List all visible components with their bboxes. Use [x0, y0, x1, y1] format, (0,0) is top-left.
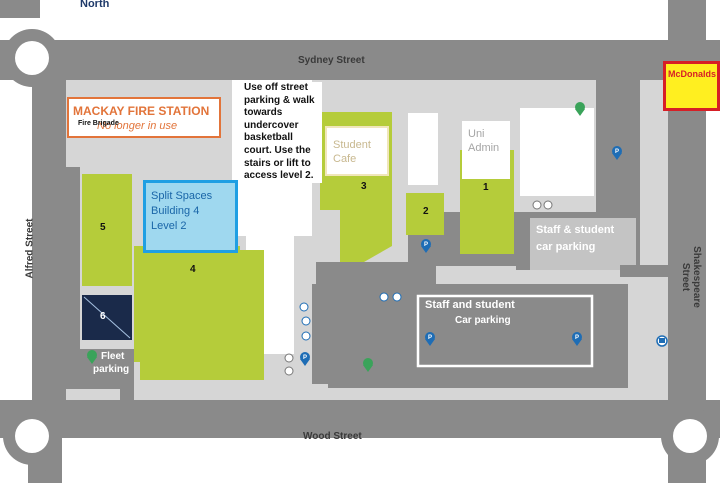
parking-pin-icon[interactable]: [300, 352, 310, 366]
pin-letters: P P P P P: [303, 149, 619, 361]
fire-station-box: MACKAY FIRE STATION No longer in use: [67, 97, 221, 138]
bicycle-icon: [299, 302, 309, 312]
fire-station-title: MACKAY FIRE STATION: [73, 104, 210, 118]
bicycle-icon: [392, 292, 402, 302]
svg-text:P: P: [428, 335, 432, 341]
wood-street-label: Wood Street: [303, 431, 362, 442]
east-parking-line2: car parking: [536, 241, 596, 253]
sydney-street-label: Sydney Street: [298, 55, 365, 66]
roundabout-island: [15, 419, 49, 453]
bicycle-icon: [301, 316, 311, 326]
car-park-access: [316, 262, 436, 288]
alfred-street-label: Alfred Street: [24, 218, 36, 279]
open-space: [520, 108, 594, 196]
internal-road-west: [66, 167, 80, 385]
marker-circle: [284, 353, 294, 363]
bicycle-icon: [301, 331, 311, 341]
split-spaces-line3: Level 2: [151, 220, 187, 232]
north-label: North: [80, 0, 110, 10]
bike-icons: [299, 292, 402, 341]
road-stub: [0, 0, 40, 18]
open-space: [408, 113, 438, 185]
accessible-aa-icon[interactable]: [575, 102, 585, 116]
student-cafe-line1: Student: [333, 139, 371, 151]
building-2: [406, 193, 444, 235]
parking-pins: [300, 146, 622, 366]
parking-pin-icon[interactable]: [572, 332, 582, 346]
south-parking-line1: Staff and student: [425, 299, 515, 311]
parking-pin-icon[interactable]: [425, 332, 435, 346]
split-spaces-box: Split Spaces Building 4 Level 2: [143, 180, 238, 253]
wood-street-road: [0, 400, 720, 438]
fleet-parking-line1: Fleet: [101, 351, 125, 362]
mcdonalds-box: McDonalds: [663, 61, 720, 111]
building-4-number: 4: [190, 264, 196, 275]
alfred-street-road: [32, 40, 66, 438]
fleet-parking-line2: parking: [93, 364, 130, 375]
building-4: [134, 246, 264, 380]
svg-text:P: P: [575, 335, 579, 341]
building-5-number: 5: [100, 222, 106, 233]
building-5: [82, 174, 132, 286]
marker-circle: [284, 366, 294, 376]
uni-admin-box: Uni Admin: [462, 121, 510, 179]
uni-admin-line2: Admin: [468, 142, 500, 154]
bicycle-icon: [379, 292, 389, 302]
svg-text:P: P: [424, 242, 428, 248]
svg-text:P: P: [303, 355, 307, 361]
parking-pin-icon[interactable]: [612, 146, 622, 160]
accessible-pins: [87, 102, 585, 372]
shakespeare-street-label: Shakespeare Street: [680, 246, 702, 308]
split-spaces-line1: Split Spaces: [151, 190, 213, 202]
sydney-street-road: [0, 40, 720, 80]
roundabout-island: [673, 419, 707, 453]
fire-brigade-label: Fire Brigade: [78, 120, 119, 127]
building-3-number: 3: [361, 181, 367, 192]
svg-text:P: P: [615, 149, 619, 155]
car-park-access: [312, 284, 330, 384]
car-park-exit: [620, 265, 668, 277]
bus-stop-icon[interactable]: [656, 335, 668, 347]
parking-pin-icon[interactable]: [421, 239, 431, 253]
uni-admin-line1: Uni: [468, 128, 485, 140]
roundabout-island: [15, 41, 49, 75]
accessible-aa-icon[interactable]: [363, 358, 373, 372]
staff-student-parking-outline: [416, 294, 594, 368]
building-2-number: 2: [423, 206, 429, 217]
directions-note: Use off street parking & walk towards un…: [244, 82, 322, 183]
east-parking-line1: Staff & student: [536, 224, 615, 236]
building-1-number: 1: [483, 182, 489, 193]
student-cafe-box: Student Cafe: [325, 126, 389, 176]
building-6-number: 6: [100, 311, 106, 322]
fire-station-subtitle: No longer in use: [97, 120, 178, 132]
student-cafe-line2: Cafe: [333, 153, 357, 165]
south-parking-line2: Car parking: [455, 315, 511, 326]
building-6-mark: [83, 296, 131, 339]
east-car-park-area: [530, 218, 636, 270]
mcdonalds-label: McDonalds: [668, 69, 717, 79]
accessible-aa-icon[interactable]: [87, 350, 97, 364]
split-spaces-line2: Building 4: [151, 205, 200, 217]
fleet-parking-lot: [66, 349, 134, 389]
marker-circle: [543, 200, 553, 210]
marker-circle: [532, 200, 542, 210]
